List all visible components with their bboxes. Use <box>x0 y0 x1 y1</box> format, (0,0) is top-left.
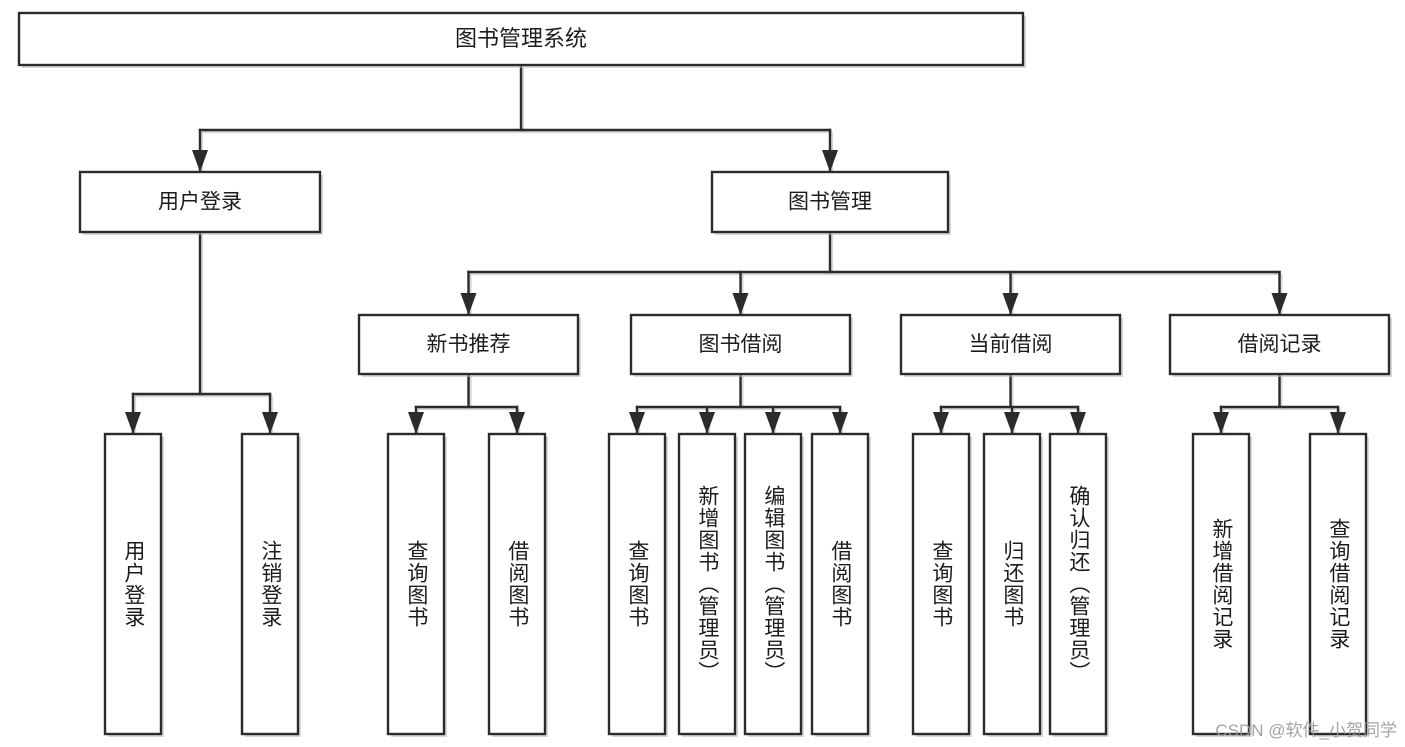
edge-book-management-arrow-1 <box>732 293 749 315</box>
node-level2-book-borrow[interactable] <box>629 313 853 377</box>
node-leaf-leaf-user-logout[interactable] <box>240 432 301 737</box>
edge-book-borrow-arrow-3 <box>832 412 848 434</box>
edge-root-arrow-0 <box>192 150 208 172</box>
edge-current-borrow-arrow-1 <box>1004 412 1020 434</box>
node-level1-label-book-management: 图书管理 <box>788 191 872 214</box>
node-root-label: 图书管理系统 <box>455 26 587 51</box>
edge-book-borrow-arrow-2 <box>765 412 781 434</box>
node-level2-borrow-record[interactable] <box>1168 313 1392 377</box>
node-level2-label-book-borrow: 图书借阅 <box>699 333 783 356</box>
node-level2-current-borrow[interactable] <box>899 313 1123 377</box>
node-leaf-leaf-confirm-return[interactable] <box>1048 432 1109 737</box>
node-root-root[interactable] <box>17 11 1026 68</box>
node-level2-new-book-recommend[interactable] <box>357 313 581 377</box>
node-leaf-leaf-edit-book[interactable] <box>743 432 804 737</box>
node-level1-user-login[interactable] <box>78 170 323 235</box>
edge-user-login-arrow-0 <box>125 412 141 434</box>
edge-book-borrow-arrow-1 <box>699 412 715 434</box>
node-leaf-leaf-borrow-book[interactable] <box>810 432 871 737</box>
node-level2-label-new-book-recommend: 新书推荐 <box>427 333 511 356</box>
edge-root-arrow-1 <box>822 150 838 172</box>
node-leaf-leaf-borrow-book-recommend[interactable] <box>487 432 548 737</box>
edge-borrow-record-arrow-1 <box>1330 412 1346 434</box>
connector-edges-layer <box>125 63 1346 435</box>
node-level2-label-borrow-record: 借阅记录 <box>1238 333 1322 356</box>
edge-book-management-arrow-3 <box>1271 293 1288 315</box>
edge-current-borrow-arrow-2 <box>1070 412 1086 434</box>
node-boxes-layer <box>17 11 1392 737</box>
node-level1-book-management[interactable] <box>710 170 951 235</box>
node-level2-label-current-borrow: 当前借阅 <box>969 333 1053 356</box>
node-leaf-leaf-query-book-recommend[interactable] <box>386 432 447 737</box>
edge-book-management-arrow-2 <box>1002 293 1019 315</box>
edge-borrow-record-arrow-0 <box>1213 412 1229 434</box>
edge-new-book-recommend-arrow-1 <box>509 412 525 434</box>
node-leaf-leaf-add-record[interactable] <box>1191 432 1252 737</box>
edge-new-book-recommend-arrow-0 <box>408 412 424 434</box>
node-leaf-leaf-add-book[interactable] <box>677 432 738 737</box>
node-leaf-leaf-user-login[interactable] <box>103 432 164 737</box>
edge-book-borrow-arrow-0 <box>629 412 645 434</box>
node-leaf-leaf-query-record[interactable] <box>1308 432 1369 737</box>
edge-book-management-arrow-0 <box>460 293 477 315</box>
edge-current-borrow-arrow-0 <box>933 412 949 434</box>
node-level1-label-user-login: 用户登录 <box>158 191 242 214</box>
edge-user-login-arrow-1 <box>262 412 278 434</box>
watermark-text: CSDN @软件_小贺同学 <box>1215 721 1397 740</box>
node-leaf-leaf-query-book-borrow[interactable] <box>607 432 668 737</box>
node-leaf-leaf-return-book[interactable] <box>982 432 1043 737</box>
node-leaf-leaf-query-book-current[interactable] <box>911 432 972 737</box>
